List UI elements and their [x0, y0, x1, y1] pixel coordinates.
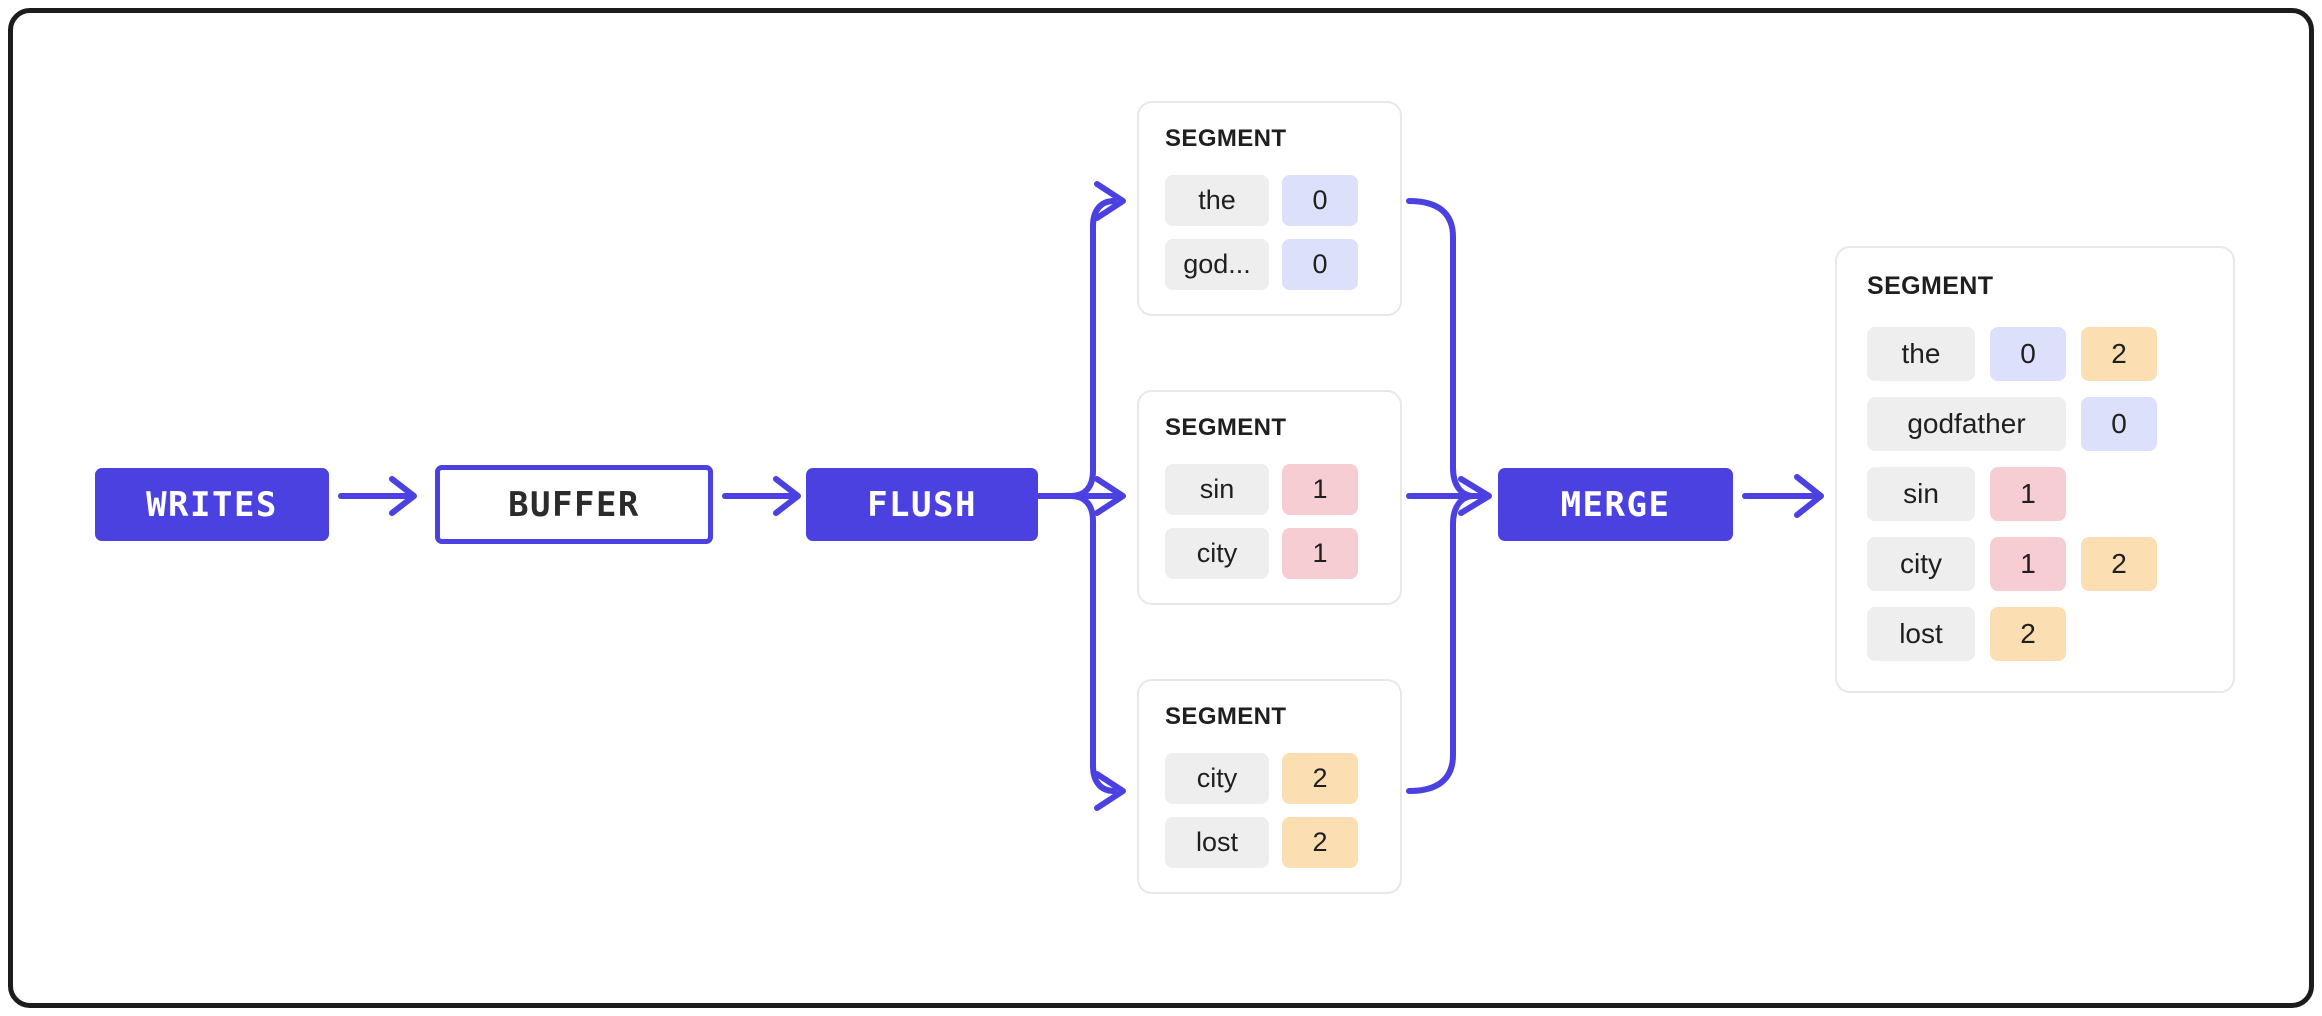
merged-value-cell: 0 — [1990, 327, 2066, 381]
stage-merge[interactable]: MERGE — [1498, 468, 1733, 541]
segment-row: city 2 — [1165, 753, 1374, 804]
segment-rows: the 0 god... 0 — [1165, 175, 1374, 290]
arrow-writes-to-buffer — [338, 476, 417, 516]
segment-row: the 0 — [1165, 175, 1374, 226]
merged-value-cell: 2 — [1990, 607, 2066, 661]
segment-value-cell: 2 — [1282, 817, 1358, 868]
segment-rows: sin 1 city 1 — [1165, 464, 1374, 579]
diagram-frame: WRITES BUFFER FLUSH MERGE SEGMENT the 0 … — [8, 8, 2314, 1008]
segment-value-cell: 0 — [1282, 239, 1358, 290]
arrow-flush-fanout — [1036, 181, 1126, 811]
stage-buffer[interactable]: BUFFER — [435, 465, 713, 544]
merged-value-cell: 1 — [1990, 537, 2066, 591]
merged-segment-title: SEGMENT — [1867, 272, 1994, 300]
arrow-segments-fanin — [1406, 198, 1492, 794]
segment-key-cell: the — [1165, 175, 1269, 226]
merged-key-cell: the — [1867, 327, 1975, 381]
stage-writes[interactable]: WRITES — [95, 468, 329, 541]
merged-segment-row: city 1 2 — [1867, 537, 2203, 591]
segment-value-cell: 0 — [1282, 175, 1358, 226]
segment-value-cell: 2 — [1282, 753, 1358, 804]
segment-title: SEGMENT — [1165, 703, 1287, 730]
segment-row: sin 1 — [1165, 464, 1374, 515]
merged-segment-row: lost 2 — [1867, 607, 2203, 661]
segment-row: god... 0 — [1165, 239, 1374, 290]
merged-value-cell: 1 — [1990, 467, 2066, 521]
segment-key-cell: city — [1165, 528, 1269, 579]
segment-title: SEGMENT — [1165, 414, 1287, 441]
merged-key-cell: lost — [1867, 607, 1975, 661]
merged-key-cell: city — [1867, 537, 1975, 591]
merged-value-cell: 2 — [2081, 537, 2157, 591]
segment-key-cell: lost — [1165, 817, 1269, 868]
diagram-canvas: WRITES BUFFER FLUSH MERGE SEGMENT the 0 … — [13, 13, 2309, 1003]
arrow-merge-to-output — [1742, 474, 1824, 518]
segment-rows: city 2 lost 2 — [1165, 753, 1374, 868]
segment-card: SEGMENT city 2 lost 2 — [1137, 679, 1402, 894]
segment-card: SEGMENT the 0 god... 0 — [1137, 101, 1402, 316]
arrow-buffer-to-flush — [722, 476, 801, 516]
merged-segment-row: the 0 2 — [1867, 327, 2203, 381]
segment-key-cell: god... — [1165, 239, 1269, 290]
merged-key-cell: godfather — [1867, 397, 2066, 451]
segment-key-cell: sin — [1165, 464, 1269, 515]
merged-segment-row: godfather 0 — [1867, 397, 2203, 451]
merged-segment-row: sin 1 — [1867, 467, 2203, 521]
segment-key-cell: city — [1165, 753, 1269, 804]
segment-value-cell: 1 — [1282, 464, 1358, 515]
segment-row: city 1 — [1165, 528, 1374, 579]
segment-value-cell: 1 — [1282, 528, 1358, 579]
segment-card: SEGMENT sin 1 city 1 — [1137, 390, 1402, 605]
merged-value-cell: 2 — [2081, 327, 2157, 381]
stage-flush[interactable]: FLUSH — [806, 468, 1038, 541]
merged-segment-rows: the 0 2 godfather 0 sin 1 city 1 — [1867, 327, 2203, 661]
merged-key-cell: sin — [1867, 467, 1975, 521]
segment-row: lost 2 — [1165, 817, 1374, 868]
segment-title: SEGMENT — [1165, 125, 1287, 152]
merged-segment-card: SEGMENT the 0 2 godfather 0 sin 1 — [1835, 246, 2235, 693]
merged-value-cell: 0 — [2081, 397, 2157, 451]
